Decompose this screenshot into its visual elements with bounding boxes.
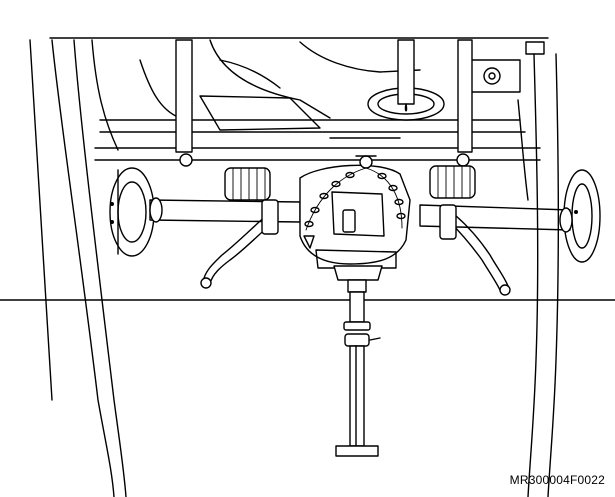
transmission-jack: [333, 265, 383, 457]
right-coil-spring: [429, 165, 476, 199]
shock-absorbers: [175, 39, 473, 167]
muffler-opening: [367, 39, 445, 121]
upper-fittings: [483, 41, 545, 85]
stabilizer-links: [200, 199, 511, 296]
safety-chain: [303, 167, 406, 249]
vehicle-underbody: [49, 37, 549, 161]
left-coil-spring: [224, 167, 271, 201]
jack-stands: [29, 39, 560, 497]
left-brake-drum: [109, 167, 155, 257]
figure-code-label: MR300004F0022: [509, 473, 605, 487]
differential-carrier: [299, 155, 411, 269]
